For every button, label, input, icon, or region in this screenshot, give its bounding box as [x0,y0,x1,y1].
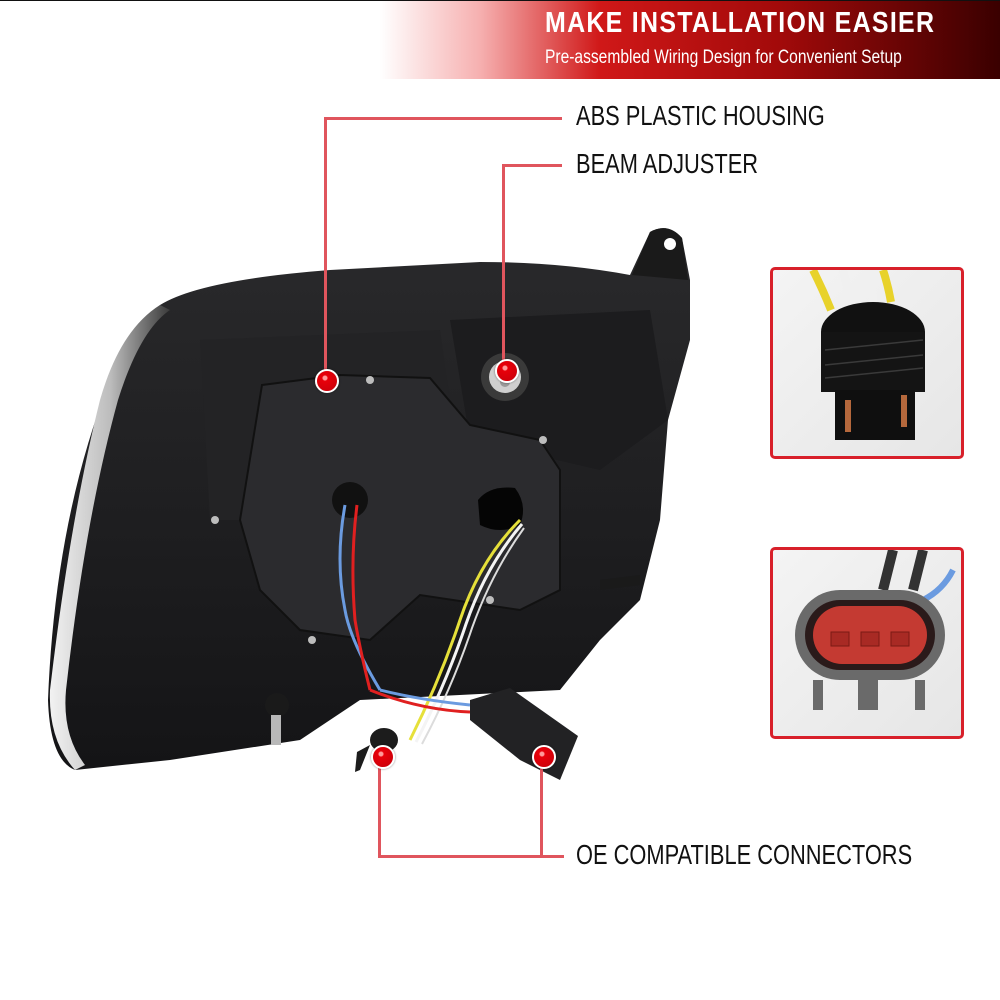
thumbnail-three-pin-connector [770,547,964,739]
callout-line-housing-v [324,117,327,379]
callout-label-adjuster: BEAM ADJUSTER [576,148,759,179]
bulb-socket-connector-image [809,270,925,440]
three-pin-connector-image [795,550,956,710]
callout-label-housing: ABS PLASTIC HOUSING [576,100,825,131]
callout-line-connectors-h [378,855,564,858]
banner-subtitle: Pre-assembled Wiring Design for Convenie… [545,47,902,68]
banner-title: MAKE INSTALLATION EASIER [545,7,936,39]
callout-dot-adjuster [495,359,519,383]
callout-label-connectors: OE COMPATIBLE CONNECTORS [576,839,913,870]
callout-dot-housing [315,369,339,393]
callout-dot-connector-1 [371,745,395,769]
callout-dot-connector-2 [532,745,556,769]
callout-line-adjuster-h [502,164,562,167]
callout-line-connector2-v [540,755,543,858]
callout-line-housing-h [324,117,562,120]
callout-line-adjuster-v [502,164,505,370]
thumbnail-bulb-socket-connector [770,267,964,459]
callout-line-connector1-v [378,755,381,858]
header-banner: MAKE INSTALLATION EASIER Pre-assembled W… [0,0,1000,79]
